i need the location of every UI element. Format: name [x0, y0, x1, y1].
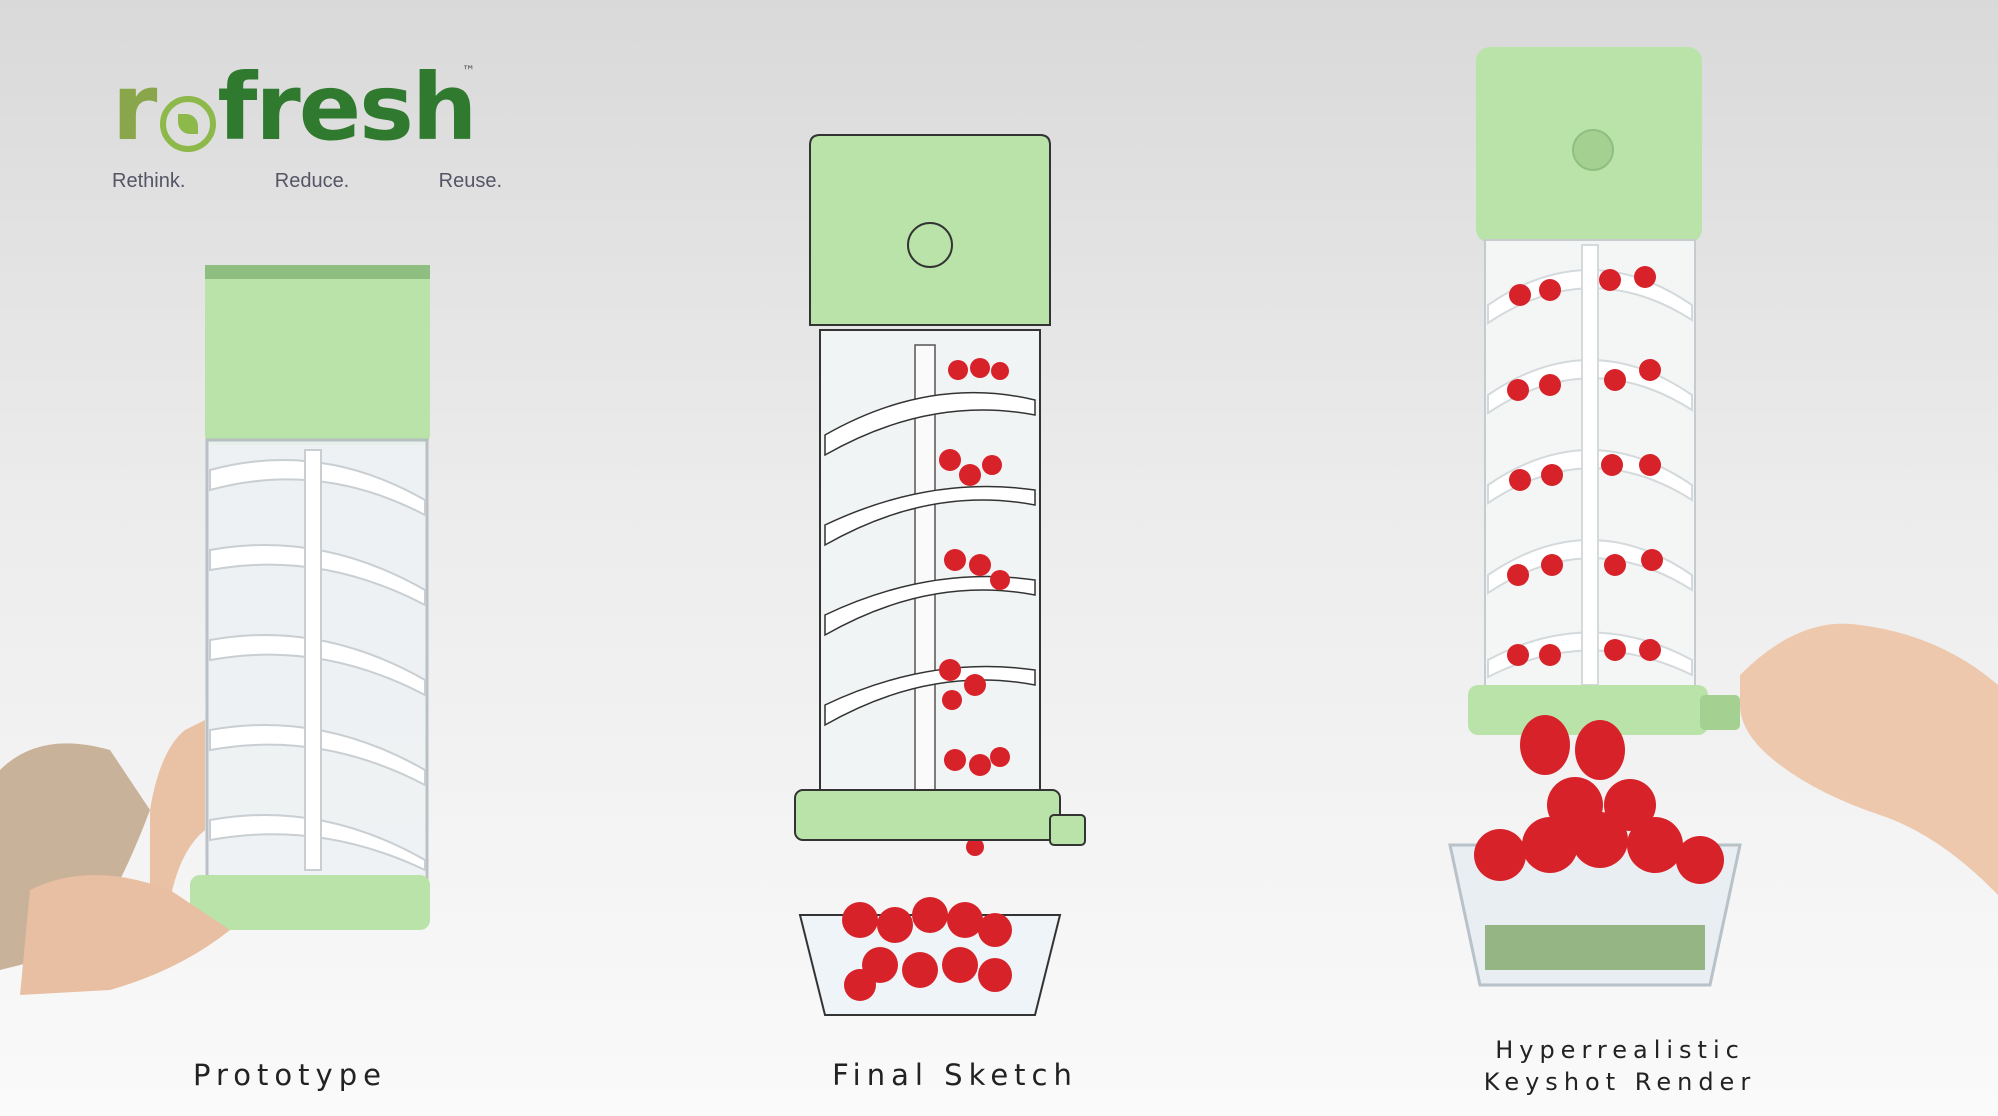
tagline: Rethink. Reduce. Reuse. — [112, 170, 502, 193]
render-strawberries — [1507, 266, 1663, 666]
sketch-base — [794, 789, 1061, 841]
final-sketch-image — [794, 134, 1086, 1016]
reaching-hand — [1740, 623, 1998, 895]
trademark-symbol: ™ — [462, 64, 475, 79]
button-icon — [907, 222, 953, 268]
falling-strawberries — [1520, 715, 1625, 780]
holding-hand — [150, 720, 205, 900]
render-base — [1468, 685, 1708, 735]
sketch-bowl-strawberries — [842, 897, 1012, 1001]
keyshot-render-image — [1448, 47, 1998, 987]
leaf-icon — [160, 96, 216, 152]
sketch-strawberries — [939, 358, 1010, 856]
caption-prototype: Prototype — [193, 1058, 387, 1092]
caption-final-sketch: Final Sketch — [832, 1058, 1078, 1092]
caption-render-line2: Keyshot Render — [1483, 1068, 1757, 1096]
logo-letters-fresh: fresh — [217, 54, 477, 161]
prototype-base — [190, 875, 430, 930]
prototype-spiral — [209, 449, 426, 872]
supporting-hand — [20, 875, 230, 995]
logo-letter-r: r — [112, 54, 157, 161]
prototype-image — [0, 265, 430, 995]
leaf-button-icon — [1572, 129, 1614, 171]
caption-keyshot-render: Hyperrealistic Keyshot Render — [1470, 1034, 1770, 1098]
caption-render-line1: Hyperrealistic — [1495, 1036, 1745, 1064]
tagline-rethink: Rethink. — [112, 170, 186, 192]
tagline-reduce: Reduce. — [274, 170, 350, 192]
prototype-lid — [205, 265, 430, 445]
tagline-reuse: Reuse. — [438, 170, 502, 192]
render-bowl-strawberries — [1474, 777, 1724, 884]
sketch-spiral — [824, 391, 1036, 727]
strawberry-leaves — [1485, 925, 1705, 970]
